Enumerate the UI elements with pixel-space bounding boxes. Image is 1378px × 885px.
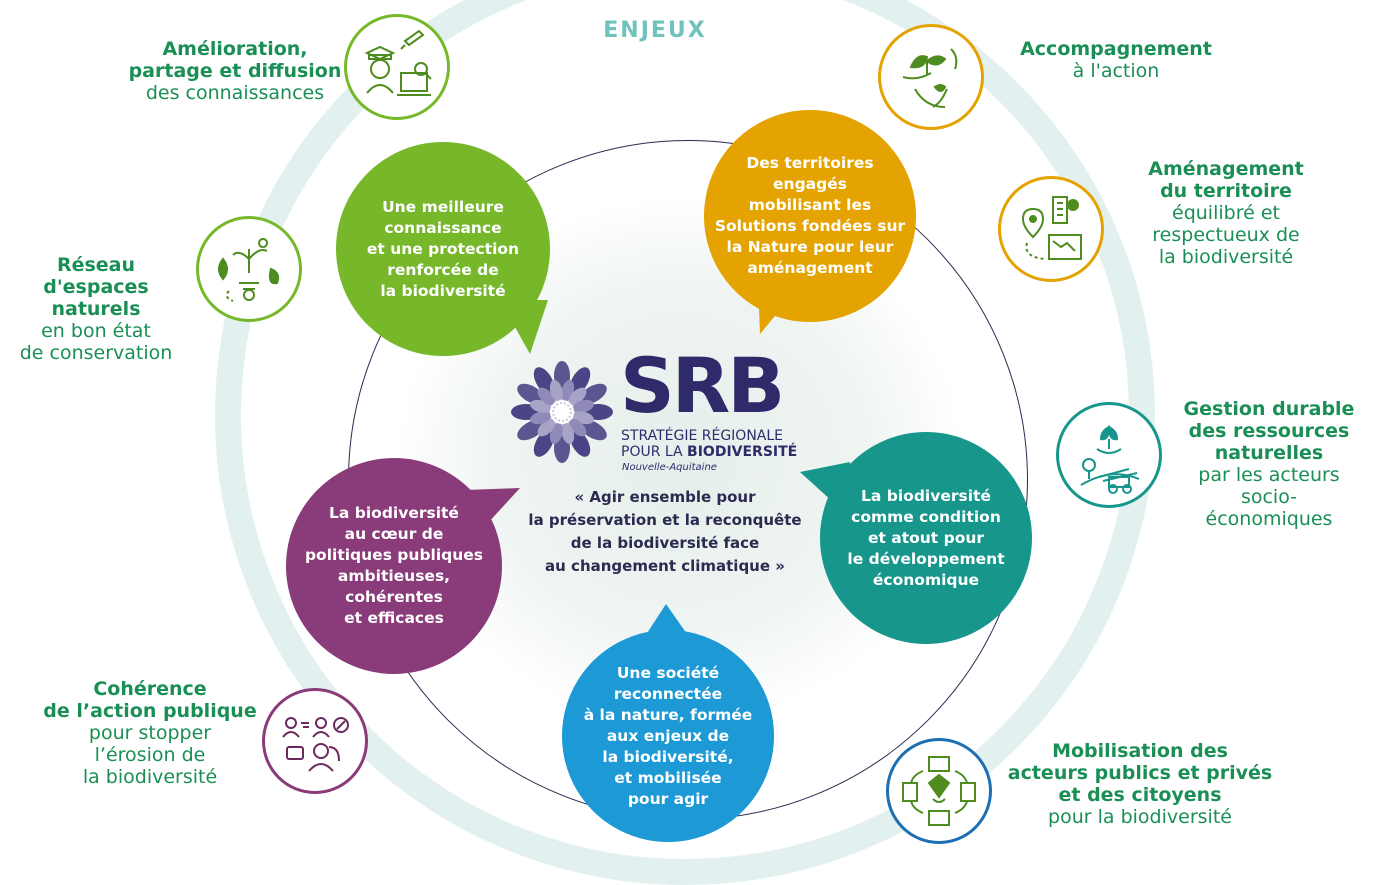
nature-network-icon (196, 216, 302, 322)
center-quote: « Agir ensemble pour la préservation et … (528, 488, 802, 575)
srb-logo-word: SRB (620, 341, 785, 430)
srb-logo-subtitle: STRATÉGIE RÉGIONALE POUR LA BIODIVERSITÉ (621, 428, 798, 460)
srb-logo-region: Nouvelle-Aquitaine (622, 462, 717, 473)
hands-plant-icon (878, 24, 984, 130)
ring-title: ENJEUX (603, 18, 707, 43)
bubble-knowledge-tail (500, 300, 548, 354)
bubble-public-policies: La biodiversité au cœur de politiques pu… (286, 458, 502, 674)
bubble-society: Une société reconnectée à la nature, for… (562, 630, 774, 842)
bubble-territories-tail (758, 278, 806, 334)
outer-label-mobilisation: Mobilisation des acteurs publics et priv… (1007, 740, 1273, 828)
farming-resources-icon (1056, 402, 1162, 508)
territory-planning-icon (998, 176, 1104, 282)
bubble-society-tail (640, 604, 694, 644)
mobilisation-hands-icon (886, 738, 992, 844)
bubble-economy-tail (800, 462, 850, 512)
public-action-icon (262, 688, 368, 794)
outer-label-resources: Gestion durable des ressources naturelle… (1183, 398, 1355, 530)
srb-flower-logo-icon (510, 360, 614, 464)
bubble-economy: La biodiversité comme condition et atout… (820, 432, 1032, 644)
bubble-public-policies-tail (466, 488, 520, 536)
bubble-territories: Des territoires engagés mobilisant les S… (704, 110, 916, 322)
knowledge-icon (344, 14, 450, 120)
